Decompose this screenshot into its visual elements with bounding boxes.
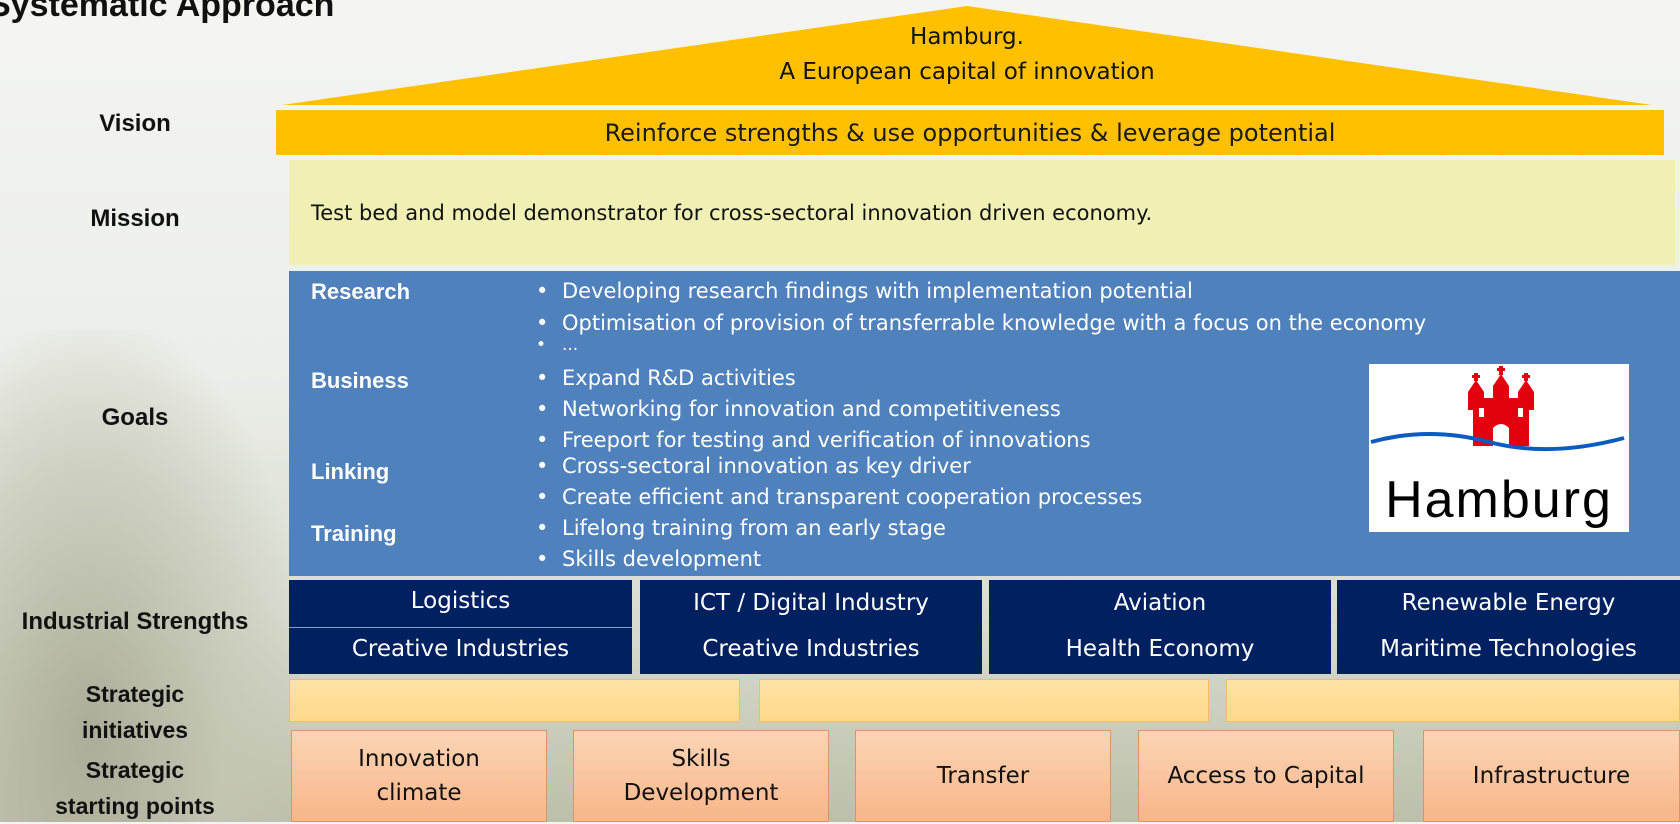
label-strategic-initiatives: Strategic initiatives <box>81 681 189 743</box>
label-strategic-starting-points: Strategic starting points <box>55 757 215 819</box>
strength-item: Creative Industries <box>702 636 920 662</box>
strength-item: Maritime Technologies <box>1380 636 1637 662</box>
goal-category-research: Research <box>311 279 411 304</box>
strength-item: Renewable Energy <box>1401 590 1616 616</box>
page-title: Systematic Approach <box>0 0 335 24</box>
goal-category-linking: Linking <box>311 459 390 484</box>
label-goals: Goals <box>101 404 169 431</box>
roof-line-2: A European capital of innovation <box>779 59 1155 85</box>
starting-point-transfer: Transfer <box>855 730 1111 822</box>
strength-column: Renewable Energy Maritime Technologies <box>1337 580 1680 674</box>
roof-shape <box>282 6 1652 105</box>
mission-text: Test bed and model demonstrator for cros… <box>311 200 1153 225</box>
goal-bullet: •Skills development <box>536 547 762 571</box>
roof-line-1: Hamburg. <box>910 24 1024 50</box>
goal-bullet: •Lifelong training from an early stage <box>536 516 946 540</box>
hamburg-logo: Hamburg <box>1369 364 1629 532</box>
goal-category-business: Business <box>311 368 409 393</box>
hamburg-logo-text: Hamburg <box>1385 471 1613 529</box>
starting-point-access-to-capital: Access to Capital <box>1138 730 1394 822</box>
strength-column: Logistics Creative Industries <box>289 580 632 674</box>
strength-item: Logistics <box>410 588 511 614</box>
strength-column: ICT / Digital Industry Creative Industri… <box>640 580 982 674</box>
strength-column: Aviation Health Economy <box>989 580 1331 674</box>
starting-point-infrastructure: Infrastructure <box>1423 730 1680 822</box>
goal-bullet: •Optimisation of provision of transferra… <box>536 311 1427 335</box>
goals-box: Research Business Linking Training •Deve… <box>289 271 1680 576</box>
strategic-initiative-bar <box>289 679 740 722</box>
label-mission: Mission <box>90 205 180 232</box>
vision-bar: Reinforce strengths & use opportunities … <box>276 110 1664 155</box>
castle-icon <box>1370 366 1625 452</box>
goal-category-training: Training <box>311 521 397 546</box>
goal-bullet: •Expand R&D activities <box>536 366 796 390</box>
roof-text: Hamburg. A European capital of innovatio… <box>282 20 1652 90</box>
strength-item: Creative Industries <box>351 636 570 662</box>
strategic-initiative-bar <box>1226 679 1680 722</box>
strategic-initiative-bar <box>759 679 1209 722</box>
label-industrial-strengths: Industrial Strengths <box>21 608 249 635</box>
goal-bullet: •... <box>536 335 579 355</box>
mission-box: Test bed and model demonstrator for cros… <box>289 160 1675 265</box>
goal-bullet: •Networking for innovation and competiti… <box>536 397 1061 421</box>
background-landscape <box>0 330 300 822</box>
strength-item: Health Economy <box>1065 636 1255 662</box>
strength-item: Aviation <box>1113 590 1207 616</box>
goal-bullet: •Create efficient and transparent cooper… <box>536 485 1143 509</box>
goal-bullet: •Cross-sectoral innovation as key driver <box>536 454 971 478</box>
strength-item: ICT / Digital Industry <box>693 590 929 616</box>
strength-divider <box>289 627 632 628</box>
goal-bullet: •Freeport for testing and verification o… <box>536 428 1091 452</box>
goal-bullet: •Developing research findings with imple… <box>536 279 1193 303</box>
label-vision: Vision <box>99 110 171 137</box>
